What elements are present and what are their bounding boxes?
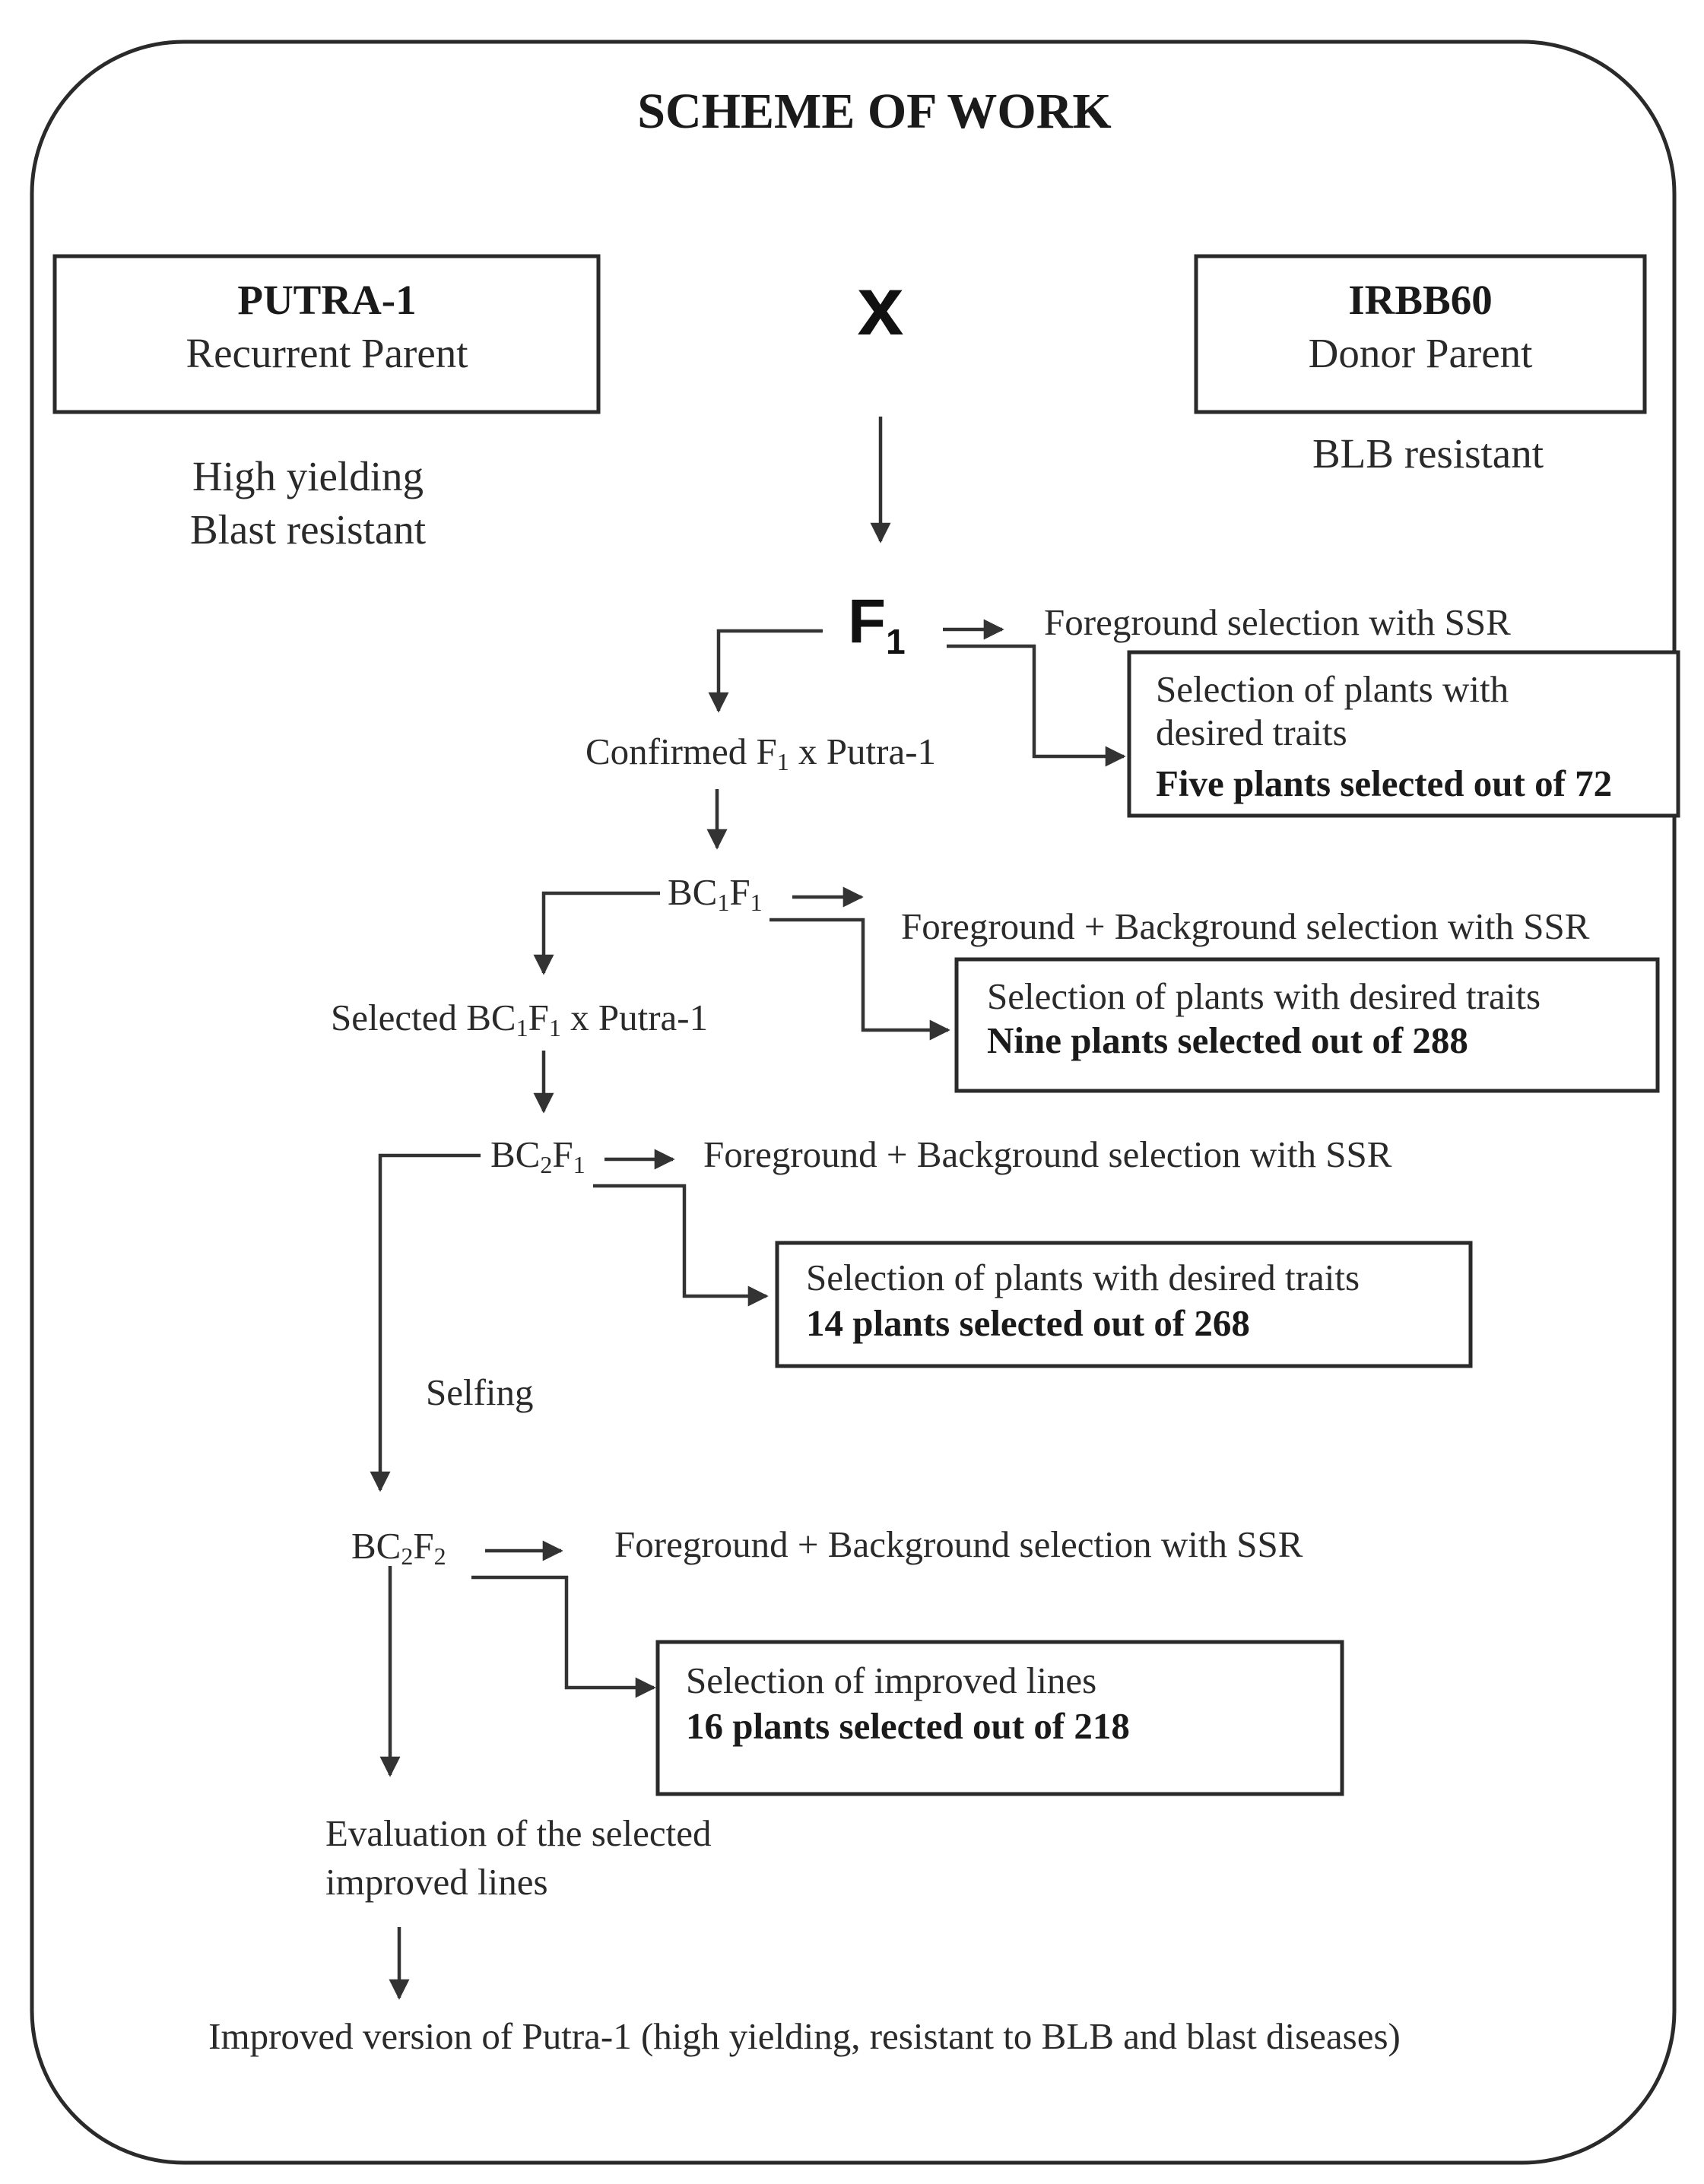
recurrent-parent-role: Recurrent Parent	[186, 330, 468, 376]
f1-label: F1	[848, 587, 906, 661]
selfing-label: Selfing	[426, 1371, 534, 1413]
bc2f1-selection-box	[775, 1241, 1473, 1368]
f1-action-text: Foreground selection with SSR	[1044, 601, 1511, 643]
bc1f1-label: BC1F1	[668, 871, 763, 916]
backcross-1-label: Confirmed F1 x Putra-1	[585, 731, 936, 775]
bc2f2-action-text: Foreground + Background selection with S…	[614, 1523, 1303, 1565]
bc1f1-selection-box	[954, 957, 1660, 1093]
recurrent-parent-box	[52, 254, 601, 414]
bc2f1-label: BC2F1	[490, 1133, 585, 1178]
f1-to-selection-connector	[947, 644, 1126, 767]
evaluation-line1: Evaluation of the selected	[325, 1812, 712, 1854]
bc2f1-to-selection-connector	[593, 1184, 769, 1307]
recurrent-trait-1: High yielding	[192, 453, 424, 499]
final-outcome: Improved version of Putra-1 (high yieldi…	[208, 2015, 1401, 2057]
f1-selection-box	[1127, 650, 1680, 818]
recurrent-parent-name: PUTRA-1	[237, 277, 416, 323]
bc2f1-selection-result: 14 plants selected out of 268	[806, 1302, 1250, 1344]
donor-parent-name: IRBB60	[1348, 277, 1493, 323]
bc1f1-selection-text: Selection of plants with desired traits	[987, 975, 1541, 1017]
donor-trait-1: BLB resistant	[1312, 430, 1544, 477]
bc2f2-to-selection-connector	[471, 1575, 656, 1698]
f1-selection-line1: Selection of plants with	[1156, 668, 1509, 710]
evaluation-line2: improved lines	[325, 1861, 548, 1903]
bc2f2-selection-box	[655, 1640, 1344, 1796]
recurrent-trait-2: Blast resistant	[190, 506, 426, 553]
backcross-2-label: Selected BC1F1 x Putra-1	[331, 997, 708, 1041]
bc1f1-selection-result: Nine plants selected out of 288	[987, 1019, 1468, 1061]
f1-selection-line2: desired traits	[1156, 712, 1347, 753]
donor-parent-role: Donor Parent	[1309, 330, 1533, 376]
bc2f1-selection-text: Selection of plants with desired traits	[806, 1257, 1360, 1298]
outer-frame	[30, 40, 1677, 2165]
f1-to-backcross-arrow	[708, 629, 823, 713]
bc2f2-selection-result: 16 plants selected out of 218	[686, 1705, 1130, 1747]
bc1f1-to-selection-connector	[769, 918, 950, 1041]
bc2f1-action-text: Foreground + Background selection with S…	[703, 1133, 1392, 1175]
bc1f1-to-backcross-arrow	[533, 891, 660, 975]
diagram-title: SCHEME OF WORK	[637, 84, 1111, 139]
donor-parent-box	[1194, 254, 1647, 414]
bc1f1-action-text: Foreground + Background selection with S…	[901, 905, 1590, 947]
f1-selection-result: Five plants selected out of 72	[1156, 762, 1612, 804]
bc2f2-selection-text: Selection of improved lines	[686, 1659, 1096, 1701]
selfing-arrow	[370, 1153, 481, 1492]
cross-symbol: x	[857, 259, 903, 353]
bc2f2-label: BC2F2	[351, 1525, 446, 1570]
